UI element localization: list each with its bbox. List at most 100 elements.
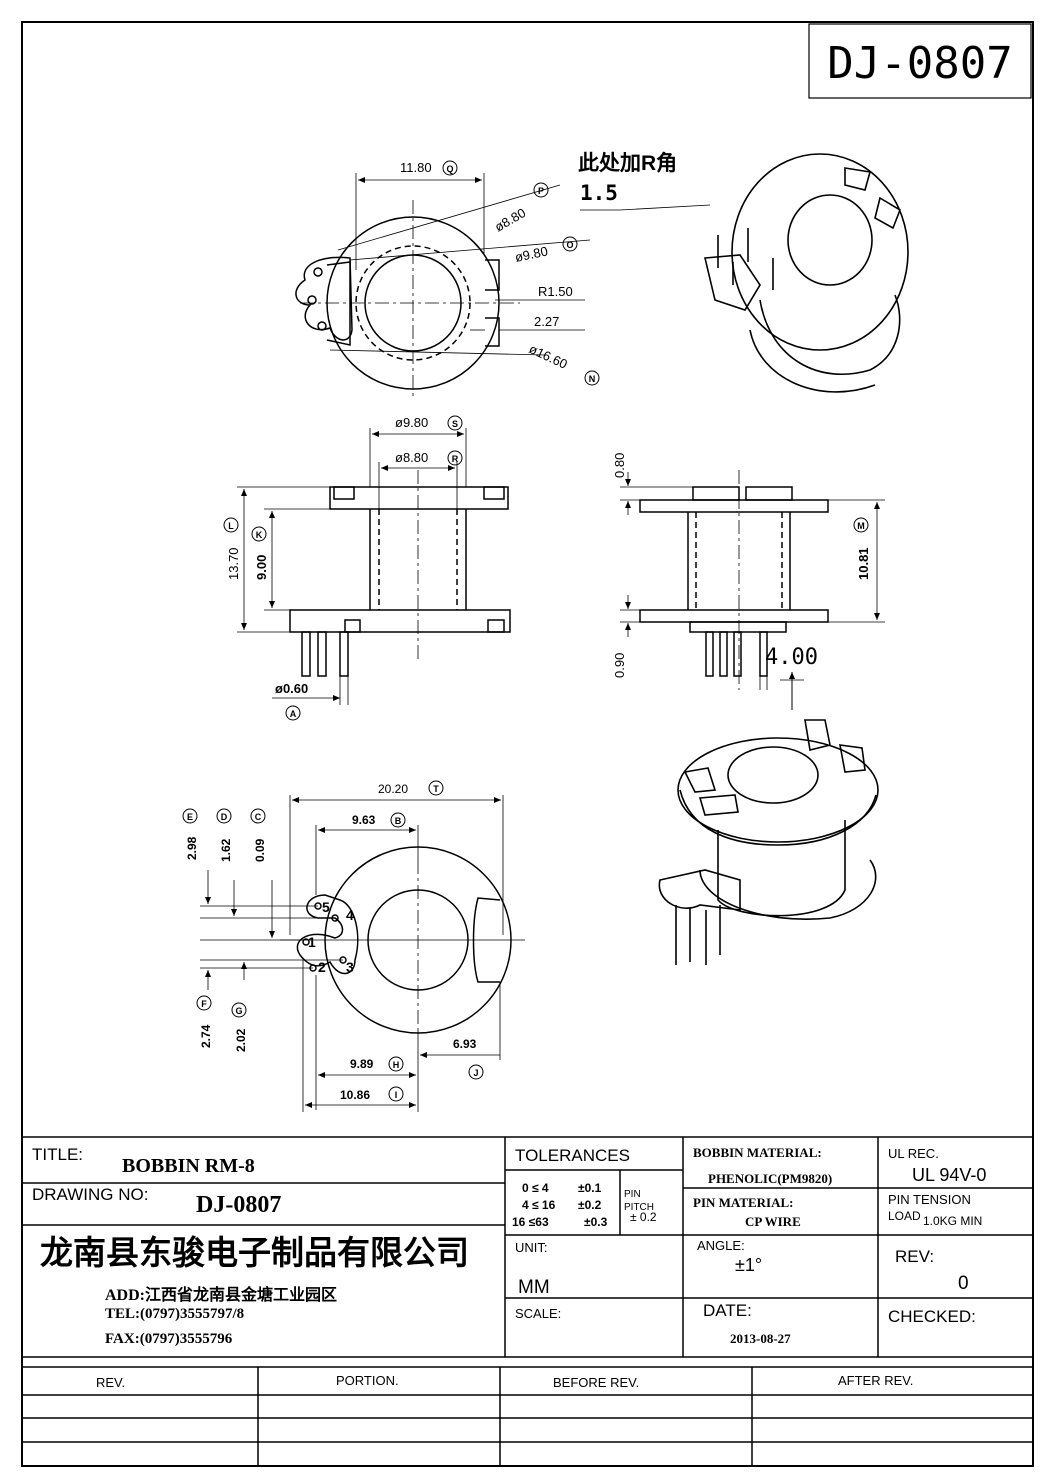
dim-m-value: 10.81 <box>856 547 871 580</box>
dim-i-value: 10.86 <box>340 1088 370 1102</box>
side-view <box>237 428 511 705</box>
dim-c-tag: C <box>255 812 262 822</box>
pin-number-2: 2 <box>318 959 326 975</box>
dim-d-value: 1.62 <box>219 838 233 862</box>
title-label: TITLE: <box>32 1145 83 1164</box>
bottom-view-dimensions: 20.20 T 9.63 B 2.98 E 1.62 D 0.09 C 2.74… <box>182 780 484 1102</box>
dim-t-tag: T <box>433 784 439 794</box>
company-name: 龙南县东骏电子制品有限公司 <box>40 1234 469 1272</box>
date-label: DATE: <box>703 1301 752 1320</box>
dim-r2-tag: R <box>452 454 459 464</box>
dim-p-value: ø8.80 <box>492 205 528 235</box>
after-rev-col-header: AFTER REV. <box>838 1373 913 1388</box>
top-view <box>295 173 591 400</box>
tolerances-label: TOLERANCES <box>515 1146 630 1165</box>
dim-h-value: 9.89 <box>350 1057 374 1071</box>
before-rev-col-header: BEFORE REV. <box>553 1375 639 1390</box>
load-label: LOAD <box>888 1209 921 1223</box>
dim-i-tag: I <box>395 1090 398 1100</box>
dim-q-value: 11.80 <box>400 160 432 175</box>
dim-n-value: ø16.60 <box>527 341 570 372</box>
pin-number-4: 4 <box>346 907 354 923</box>
company-tel: TEL:(0797)3555797/8 <box>105 1306 244 1322</box>
unit-label: UNIT: <box>515 1240 548 1255</box>
dim-a-tag: A <box>290 709 297 719</box>
dim-l-tag: L <box>228 521 234 531</box>
pin-number-5: 5 <box>322 899 330 915</box>
checked-label: CHECKED: <box>888 1307 976 1326</box>
dim-width-value: 2.27 <box>534 314 559 329</box>
unit-value: MM <box>518 1277 550 1298</box>
dim-g-value: 2.02 <box>234 1028 248 1052</box>
dim-c-value: 0.09 <box>253 838 267 862</box>
sheet-border <box>21 21 1034 1467</box>
dim-d-tag: D <box>221 812 228 822</box>
note-value: 1.5 <box>580 181 618 205</box>
isometric-view-bottom <box>658 719 879 965</box>
tol-value-2: ±0.2 <box>578 1198 602 1212</box>
ul-label: UL REC. <box>888 1146 939 1161</box>
corner-radius-note: 此处加R角 1.5 <box>578 151 711 211</box>
pin-pitch-label-2: PITCH <box>624 1202 654 1213</box>
dim-k-value: 9.00 <box>254 555 269 580</box>
dim-t-value: 20.20 <box>378 782 408 796</box>
title-block-grid <box>22 1136 1033 1466</box>
angle-value: ±1° <box>735 1255 762 1275</box>
dim-o-tag: O <box>566 240 573 250</box>
dim-b-value: 9.63 <box>352 813 376 827</box>
note-chinese: 此处加R角 <box>578 151 677 175</box>
dim-o-value: ø9.80 <box>514 243 550 265</box>
isometric-view-top <box>704 153 909 393</box>
tol-value-3: ±0.3 <box>584 1215 608 1229</box>
pin-number-3: 3 <box>346 959 354 975</box>
rev-col-header: REV. <box>96 1375 125 1390</box>
drawing-number-large: DJ-0807 <box>827 38 1012 89</box>
pin-number-1: 1 <box>308 934 316 950</box>
pin-tension-label: PIN TENSION <box>888 1192 971 1207</box>
dim-b-tag: B <box>395 816 402 826</box>
company-address: ADD:江西省龙南县金塘工业园区 <box>105 1285 337 1304</box>
front-view <box>620 470 885 710</box>
pin-material-label: PIN MATERIAL: <box>693 1195 794 1210</box>
dim-e-value: 2.98 <box>185 836 199 860</box>
load-value: 1.0KG MIN <box>923 1214 982 1228</box>
title-value: BOBBIN RM-8 <box>122 1155 255 1177</box>
bottom-view <box>200 795 525 1112</box>
tol-range-1: 0 ≤ 4 <box>522 1181 549 1195</box>
dim-r-value: R1.50 <box>538 284 573 299</box>
rev-value: 0 <box>958 1273 969 1294</box>
date-value: 2013-08-27 <box>730 1331 791 1346</box>
pin-pitch-label-1: PIN <box>624 1189 641 1200</box>
dim-k-tag: K <box>256 530 263 540</box>
ul-value: UL 94V-0 <box>912 1165 986 1185</box>
bobbin-material-value: PHENOLIC(PM9820) <box>708 1171 832 1186</box>
scale-label: SCALE: <box>515 1306 561 1321</box>
portion-col-header: PORTION. <box>336 1373 399 1388</box>
dim-n-tag: N <box>589 374 596 384</box>
title-block: TITLE: BOBBIN RM-8 DRAWING NO: DJ-0807 龙… <box>32 1145 986 1347</box>
dim-pin-length: 4.00 <box>765 645 818 670</box>
dim-a-value: ø0.60 <box>275 681 308 696</box>
tol-range-3: 16 ≤63 <box>512 1215 549 1229</box>
tol-range-2: 4 ≤ 16 <box>522 1198 556 1212</box>
drawing-number-box: DJ-0807 <box>808 23 1032 99</box>
dim-f-tag: F <box>201 999 207 1009</box>
dim-p-tag: P <box>538 186 544 196</box>
dim-q-tag: Q <box>446 164 453 174</box>
tol-value-1: ±0.1 <box>578 1181 602 1195</box>
drawing-no-value: DJ-0807 <box>196 1192 281 1218</box>
dim-top-thickness: 0.80 <box>612 453 627 478</box>
pin-pitch-value: ± 0.2 <box>630 1210 657 1224</box>
dim-h-tag: H <box>393 1060 400 1070</box>
dim-j-tag: J <box>473 1068 478 1078</box>
bobbin-material-label: BOBBIN MATERIAL: <box>693 1145 822 1160</box>
pin-material-value: CP WIRE <box>745 1214 801 1229</box>
revision-table: REV. PORTION. BEFORE REV. AFTER REV. <box>96 1373 913 1390</box>
angle-label: ANGLE: <box>697 1238 745 1253</box>
rev-label: REV: <box>895 1247 934 1266</box>
drawing-no-label: DRAWING NO: <box>32 1185 148 1204</box>
dim-f-value: 2.74 <box>199 1024 213 1048</box>
company-fax: FAX:(0797)3555796 <box>105 1331 233 1347</box>
front-view-dimensions: 0.80 0.90 10.81 M 4.00 <box>612 453 871 678</box>
